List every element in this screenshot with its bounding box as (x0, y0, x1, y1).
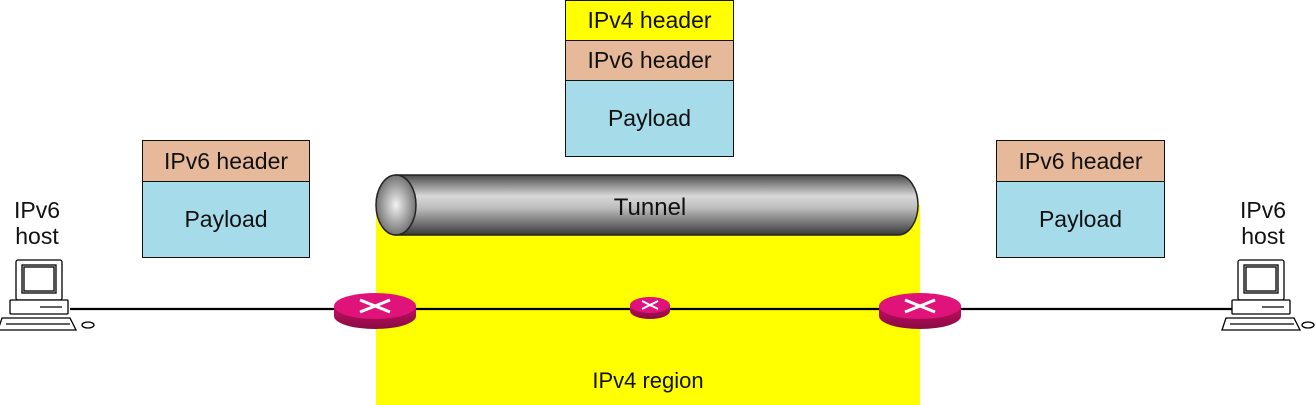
ipv4-region-label: IPv4 region (592, 368, 704, 393)
router-right-icon (879, 293, 961, 329)
packet-left-ipv6-header: IPv6 header (143, 141, 309, 182)
host-right-label-line2: host (1241, 223, 1285, 249)
computer-right-icon (1221, 259, 1315, 331)
packet-middle-ipv6-header: IPv6 header (566, 41, 733, 81)
packet-right-ipv6-header: IPv6 header (997, 141, 1164, 182)
host-right-label: IPv6 host (1228, 197, 1298, 249)
tunnel-label: Tunnel (613, 194, 687, 221)
host-left-label-line1: IPv6 (13, 197, 61, 223)
packet-left: IPv6 header Payload (142, 140, 310, 258)
packet-right-payload: Payload (997, 182, 1164, 257)
packet-middle-ipv4-header: IPv4 header (566, 1, 733, 41)
packet-middle-payload: Payload (566, 81, 733, 156)
host-left-label: IPv6 host (2, 197, 72, 249)
host-right-label-line1: IPv6 (1239, 197, 1287, 223)
router-left-icon (334, 293, 416, 329)
computer-left-icon (0, 259, 95, 331)
router-middle-icon (630, 297, 670, 319)
tunnel-pipe (375, 174, 919, 236)
packet-middle: IPv4 header IPv6 header Payload (565, 0, 734, 157)
packet-left-payload: Payload (143, 182, 309, 257)
packet-right: IPv6 header Payload (996, 140, 1165, 258)
host-left-label-line2: host (15, 223, 59, 249)
